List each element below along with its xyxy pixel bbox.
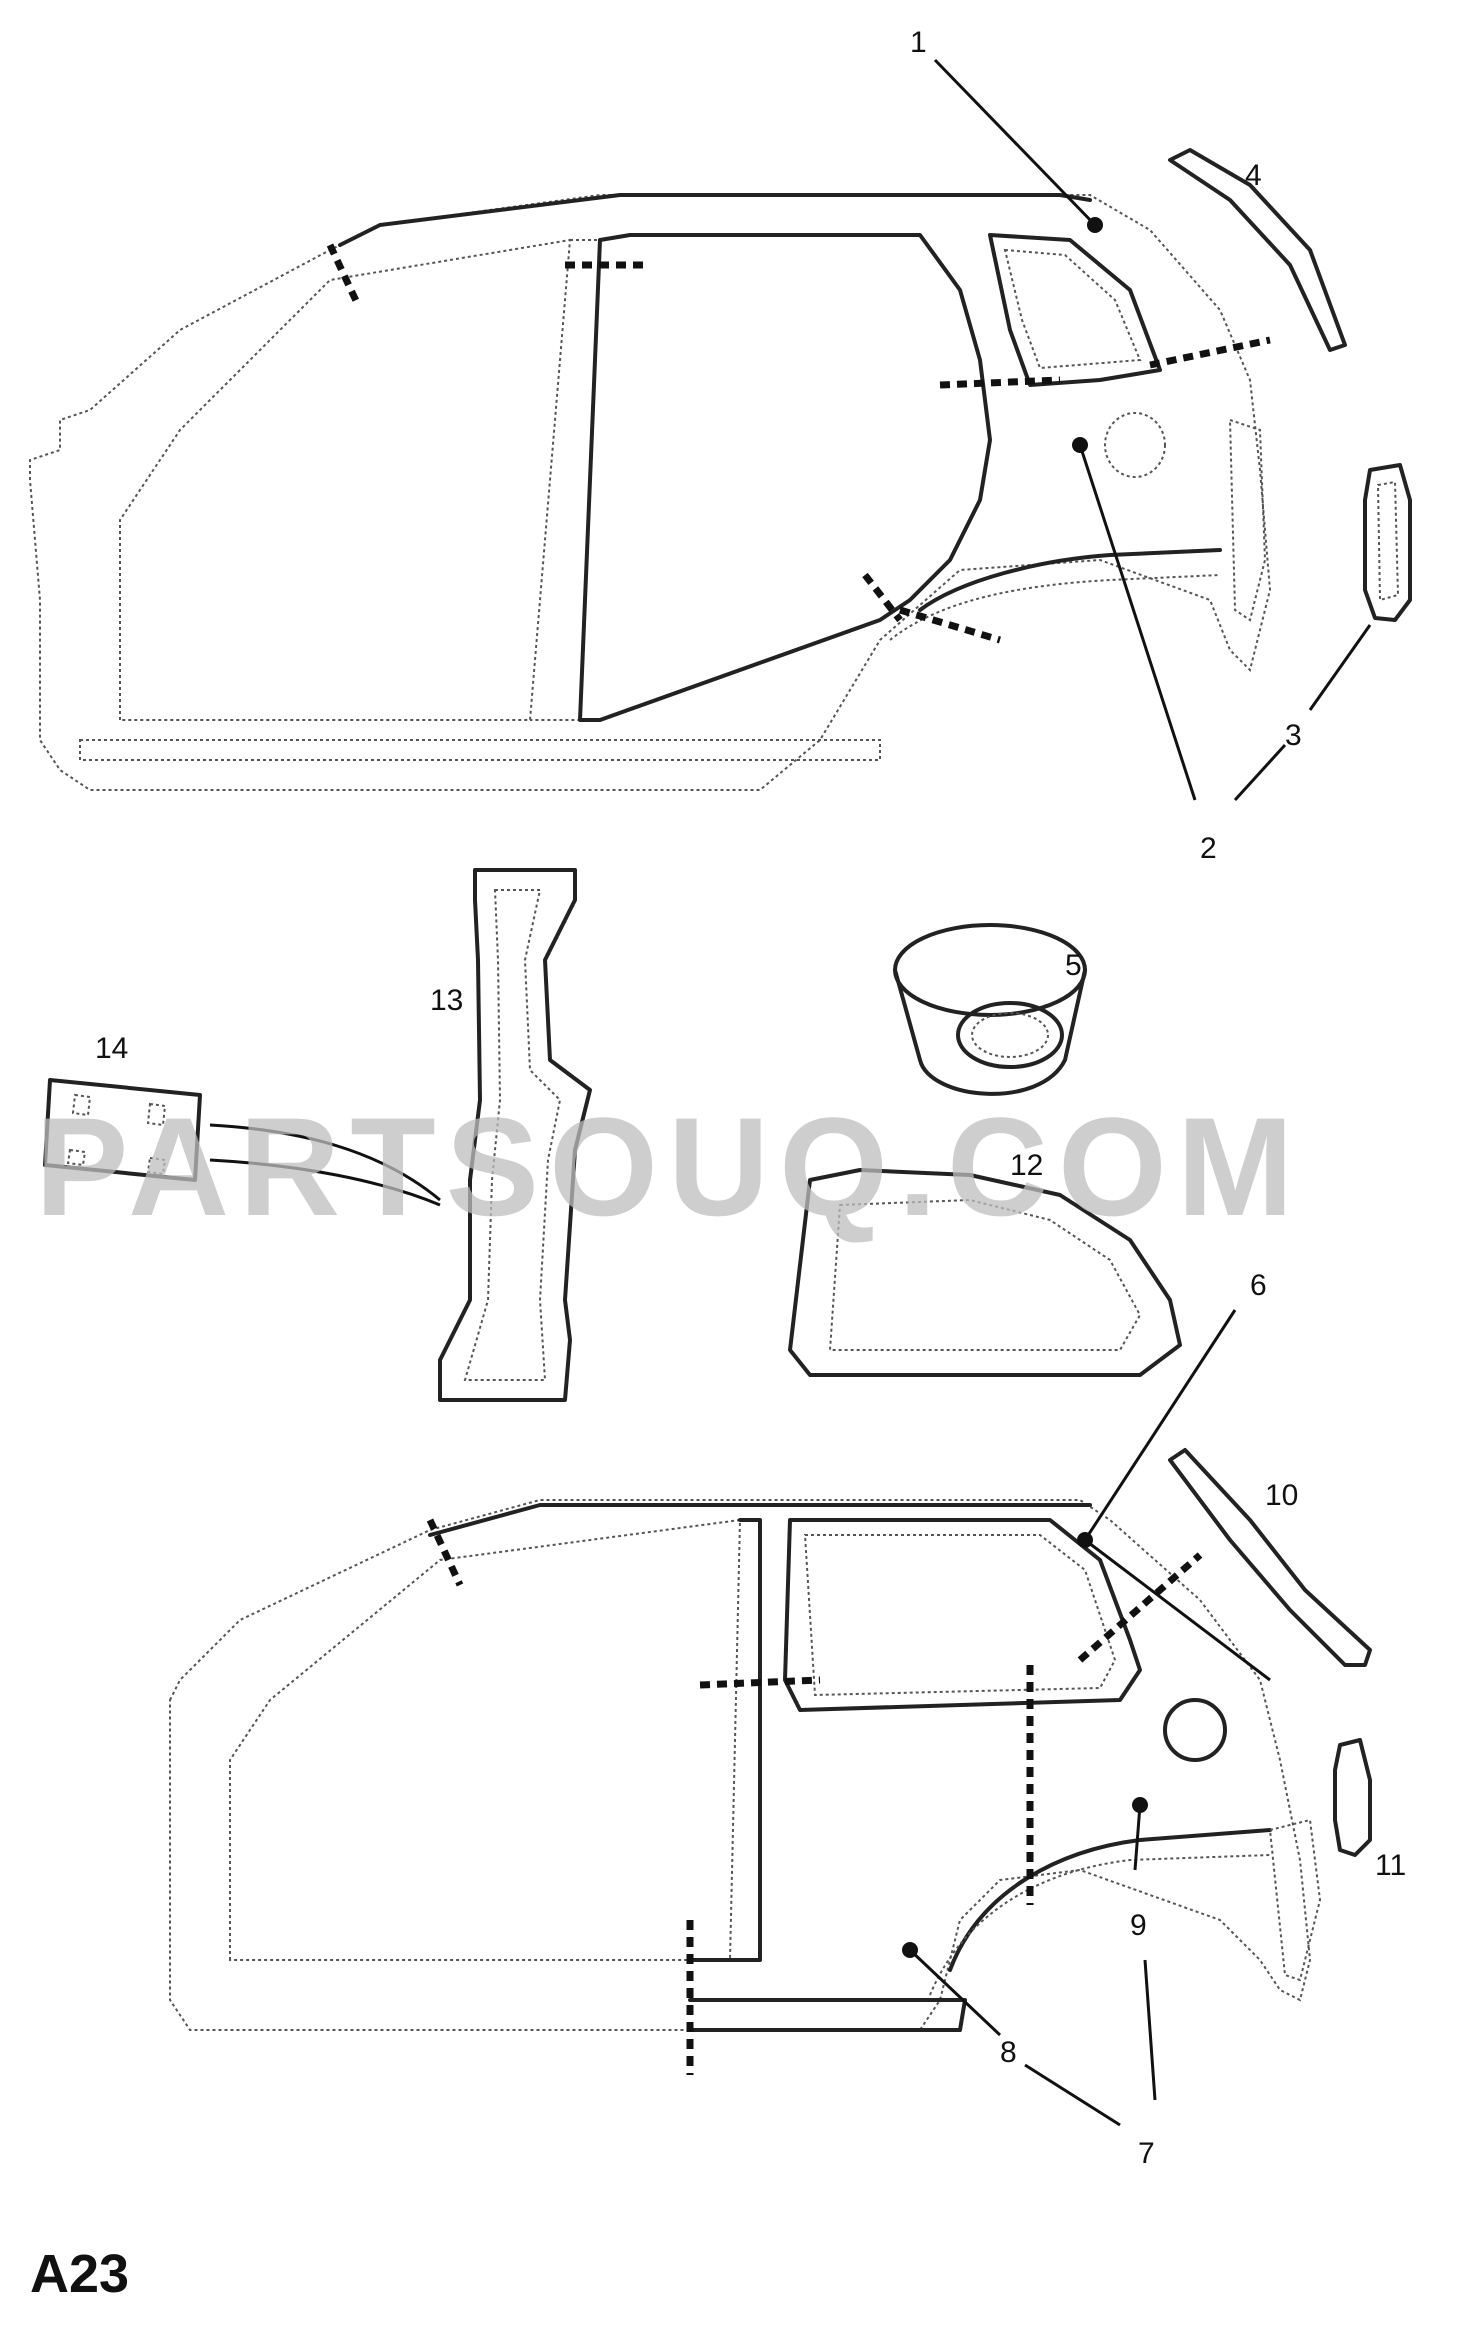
leader-lines [902, 58, 1372, 2127]
callout-6: 6 [1250, 1269, 1267, 1302]
part-10-strip [1168, 1448, 1372, 1667]
callout-12: 12 [1010, 1149, 1043, 1182]
watermark: PARTSOUQ.COM [35, 1088, 1304, 1245]
part-14-plate [43, 1078, 441, 1207]
callouts: 1 2 3 4 5 6 7 8 9 10 11 12 13 14 [95, 26, 1406, 2170]
side-panel-5-door [29, 193, 1272, 791]
part-4-trim-strip [1168, 148, 1347, 352]
callout-8: 8 [1000, 2036, 1017, 2069]
callout-7: 7 [1138, 2137, 1155, 2170]
callout-11: 11 [1375, 1849, 1406, 1882]
page-code: A23 [30, 2244, 129, 2304]
callout-1: 1 [910, 26, 927, 59]
callout-3: 3 [1285, 719, 1302, 752]
callout-2: 2 [1200, 832, 1217, 865]
callout-10: 10 [1265, 1479, 1298, 1512]
callout-13: 13 [430, 984, 463, 1017]
callout-9: 9 [1130, 1909, 1147, 1942]
side-panel-3-door [169, 1499, 1322, 2075]
part-13-pillar [438, 868, 592, 1402]
part-12-window-frame [788, 1168, 1182, 1377]
part-5-grommet [893, 923, 1087, 1096]
callout-14: 14 [95, 1032, 128, 1065]
part-11-lamp-seal [1333, 1738, 1372, 1857]
callout-5: 5 [1065, 949, 1082, 982]
callout-4: 4 [1245, 159, 1262, 192]
part-3-lamp-seal [1363, 463, 1412, 622]
